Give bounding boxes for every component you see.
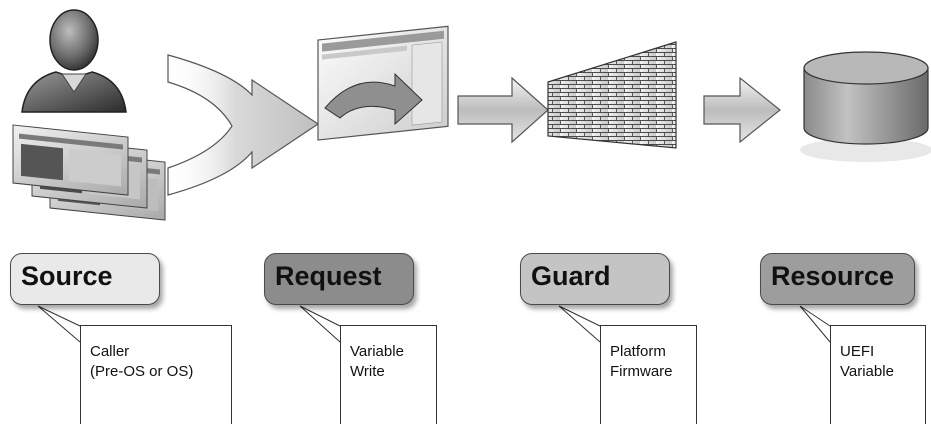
application-window-icon bbox=[317, 25, 449, 141]
source-note-line-1: Caller bbox=[90, 343, 130, 360]
guard-stage-box: Guard bbox=[520, 253, 670, 305]
guard-note-line-2: Firmware bbox=[610, 363, 673, 380]
callout-pointers bbox=[37, 305, 831, 343]
resource-note: UEFI Variable bbox=[830, 325, 926, 424]
request-note-line-1: Variable bbox=[350, 343, 404, 360]
guard-note-line-1: Platform bbox=[610, 343, 666, 360]
user-icon bbox=[21, 9, 127, 113]
source-note-line-2: (Pre-OS or OS) bbox=[90, 363, 194, 380]
source-stage-title: Source bbox=[21, 261, 113, 291]
resource-stage-title: Resource bbox=[771, 261, 895, 291]
request-note-line-2: Write bbox=[350, 363, 385, 380]
source-note: Caller (Pre-OS or OS) bbox=[80, 325, 232, 424]
request-note: Variable Write bbox=[340, 325, 437, 424]
merge-arrow bbox=[167, 54, 320, 196]
request-stage-title: Request bbox=[275, 261, 382, 291]
arrow-to-guard bbox=[457, 76, 549, 144]
web-pages-icon bbox=[12, 124, 166, 221]
arrow-to-resource bbox=[703, 76, 781, 144]
firewall-icon bbox=[547, 41, 677, 149]
resource-note-line-2: Variable bbox=[840, 363, 894, 380]
request-stage-box: Request bbox=[264, 253, 414, 305]
guard-note: Platform Firmware bbox=[600, 325, 697, 424]
resource-note-line-1: UEFI bbox=[840, 343, 875, 360]
resource-stage-box: Resource bbox=[760, 253, 915, 305]
source-stage-box: Source bbox=[10, 253, 160, 305]
database-icon bbox=[800, 51, 931, 162]
guard-stage-title: Guard bbox=[531, 261, 611, 291]
